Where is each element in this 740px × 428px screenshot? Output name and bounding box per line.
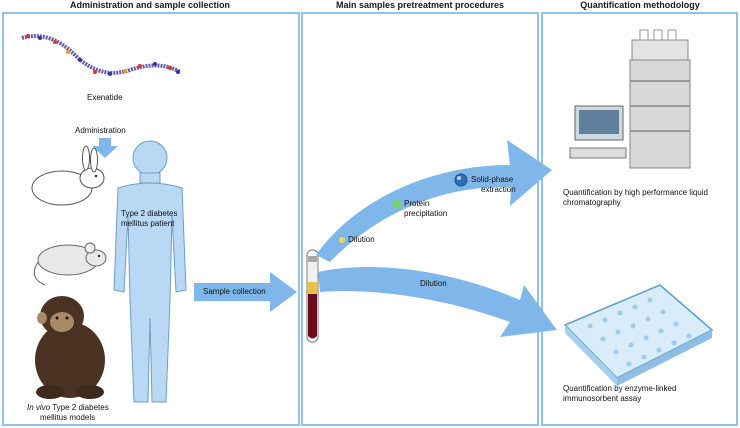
blood-tube-icon [306, 249, 319, 343]
spe-sphere-icon [454, 173, 468, 187]
mouse-icon [33, 242, 107, 286]
rabbit-icon [31, 145, 105, 206]
dilution-upper-label: Dilution [348, 235, 375, 244]
dilution-dot-icon [339, 237, 345, 243]
protein-precipitation-line2: precipitation [404, 209, 448, 218]
upper-pretreatment-arrow [316, 140, 552, 262]
panel-administration [2, 12, 300, 426]
elisa-label-line1: Quantification by enzyme-linked [563, 384, 677, 393]
spe-line1: Solid-phase [471, 175, 514, 184]
sample-collection-label: Sample collection [203, 287, 266, 296]
lower-pretreatment-arrow [318, 267, 557, 337]
panel-quantification [541, 12, 738, 426]
administration-arrow [92, 138, 118, 158]
models-label-italic: In vivo [27, 403, 51, 412]
elisa-plate-image [563, 284, 714, 386]
hplc-instrument-image [569, 29, 691, 169]
models-label-line1: In vivo Type 2 diabetes [27, 403, 109, 413]
spe-sphere-highlight [457, 176, 461, 180]
spe-line2: extraction [481, 185, 516, 194]
panel-title-quantification: Quantification methodology [580, 0, 700, 10]
protein-precipitation-line1: Protein [404, 199, 430, 208]
panel-title-pretreatment: Main samples pretreatment procedures [335, 0, 505, 10]
models-label-rest: Type 2 diabetes [50, 403, 109, 412]
exenatide-molecule-image [21, 34, 182, 76]
hplc-label-line2: chromatography [563, 198, 621, 207]
chimpanzee-icon [35, 296, 105, 399]
patient-label-line2: mellitus patient [121, 219, 175, 228]
models-label-line2: mellitus models [40, 413, 96, 422]
dilution-lower-label: Dilution [420, 279, 447, 288]
administration-label: Administration [75, 126, 126, 135]
panel-pretreatment [301, 12, 539, 426]
patient-label-line1: Type 2 diabetes [121, 209, 178, 218]
hplc-label-line1: Quantification by high performance liqui… [563, 188, 708, 197]
protein-precipitation-dot-icon [392, 199, 402, 209]
panel-title-administration: Administration and sample collection [69, 0, 231, 10]
elisa-label-line2: immunosorbent assay [563, 394, 642, 403]
exenatide-label: Exenatide [87, 93, 123, 102]
sample-collection-arrow [194, 272, 297, 312]
human-silhouette [113, 140, 187, 403]
